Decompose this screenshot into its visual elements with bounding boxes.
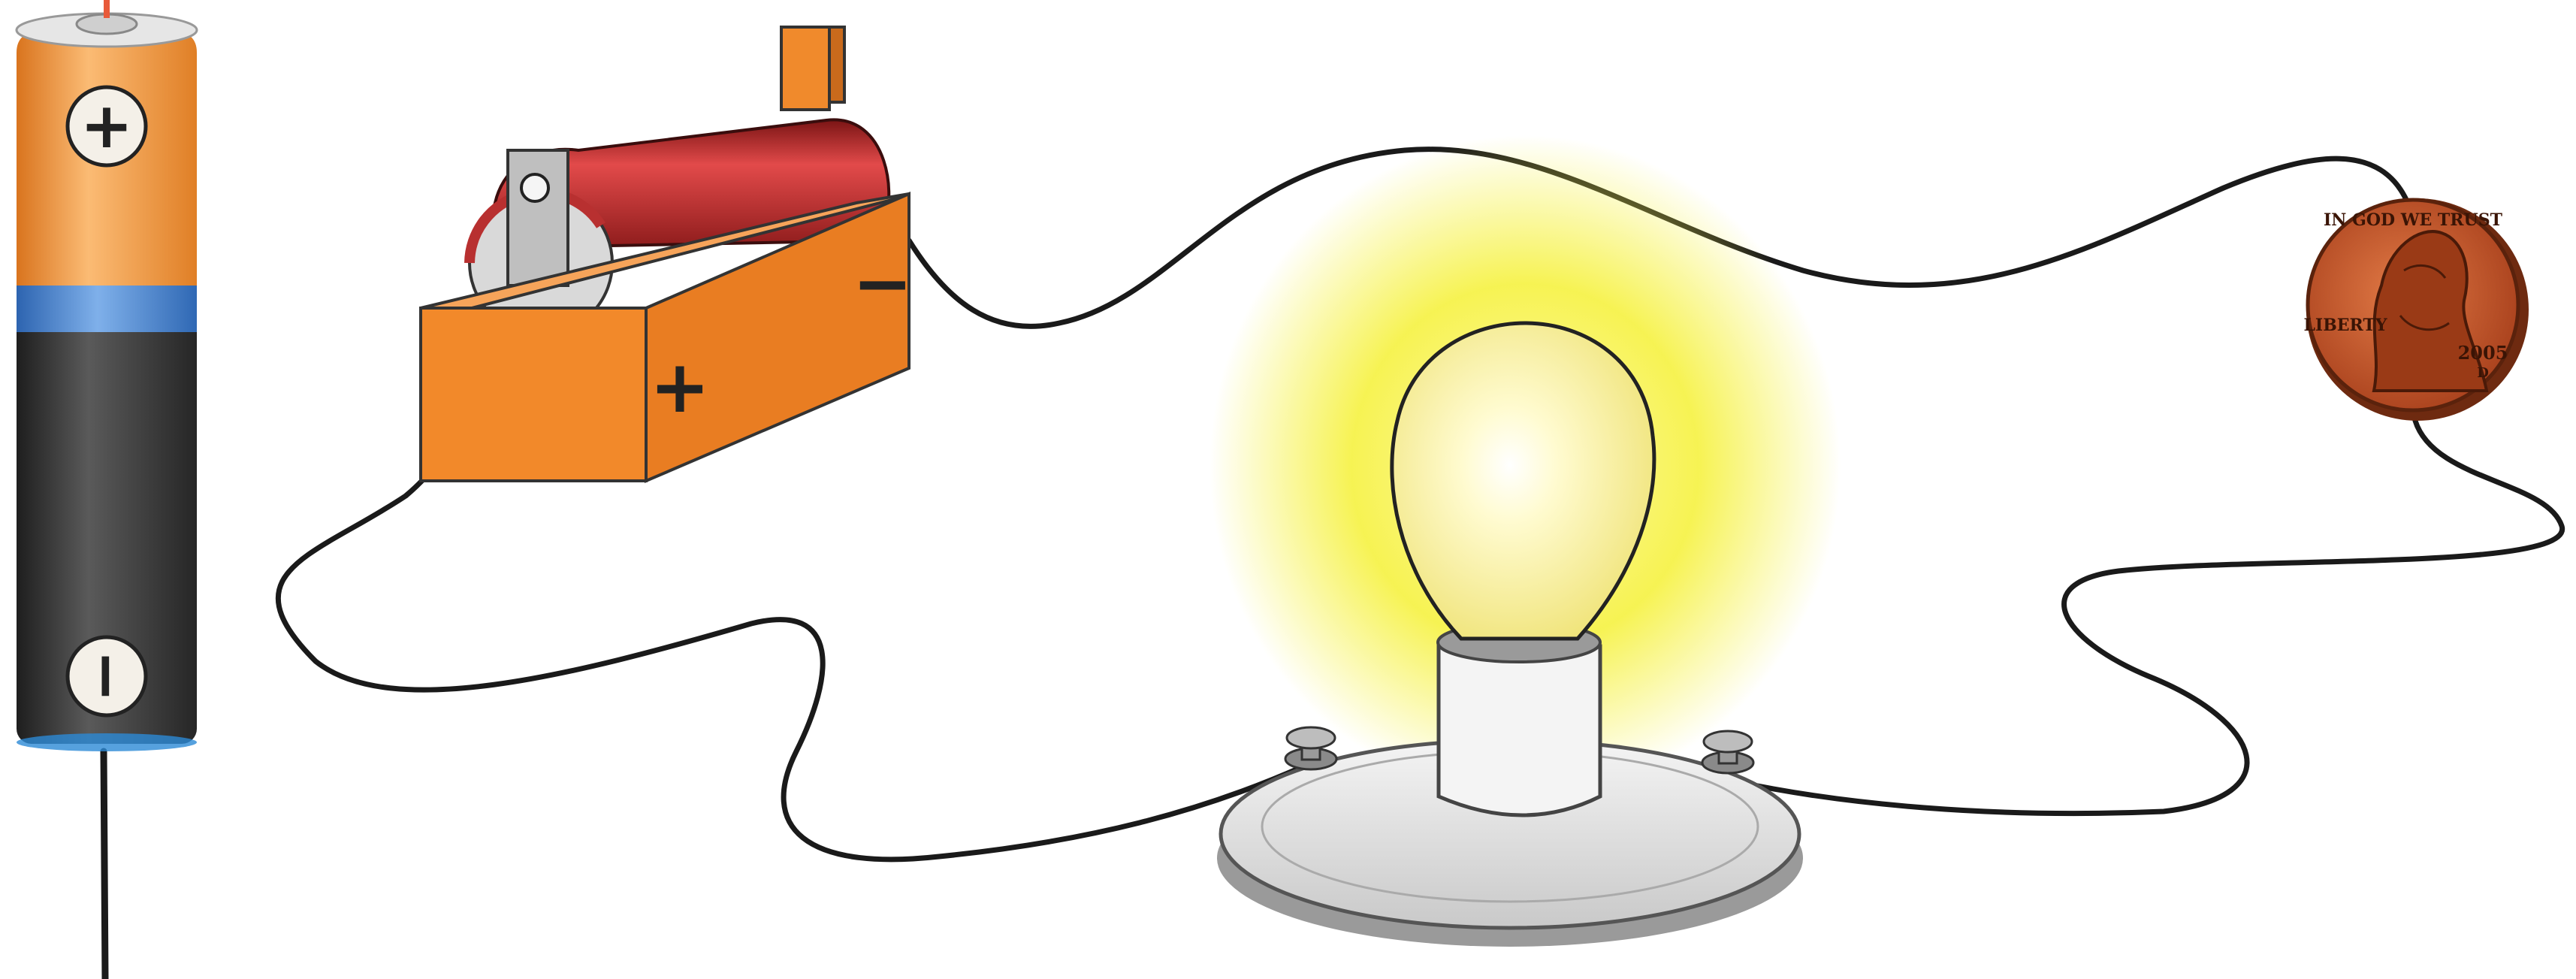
- cell-box: + −: [421, 27, 913, 481]
- battery-negative-symbol: −: [71, 650, 144, 703]
- battery-bottom-rim: [17, 733, 197, 751]
- bulb-assembly: [1209, 135, 1841, 947]
- coin-motto: IN GOD WE TRUST: [2324, 210, 2503, 230]
- battery-lead-wire: [104, 751, 105, 979]
- penny-coin: IN GOD WE TRUST LIBERTY 2005 D: [2303, 198, 2529, 421]
- battery: + −: [17, 0, 197, 751]
- bulb-glass: [1392, 323, 1654, 639]
- battery-positive-symbol: +: [80, 89, 133, 162]
- cell-box-positive-symbol: +: [650, 345, 710, 429]
- coin-liberty: LIBERTY: [2303, 316, 2387, 335]
- coin-year: 2005: [2458, 342, 2508, 364]
- wire-coin-to-bulb: [1735, 421, 2562, 814]
- cell-box-terminal-screw: [521, 174, 548, 201]
- cell-box-back-post-side: [829, 27, 844, 102]
- bulb-left-terminal: [1285, 727, 1336, 769]
- coin-mint-mark: D: [2477, 365, 2489, 381]
- bulb-socket: [1439, 646, 1600, 815]
- battery-band: [17, 279, 197, 332]
- bulb-right-terminal: [1702, 731, 1753, 773]
- cell-box-back-post: [781, 27, 829, 110]
- cell-box-front: [421, 308, 646, 481]
- cell-box-negative-symbol: −: [853, 241, 913, 325]
- cell-box-front-post: [508, 150, 568, 286]
